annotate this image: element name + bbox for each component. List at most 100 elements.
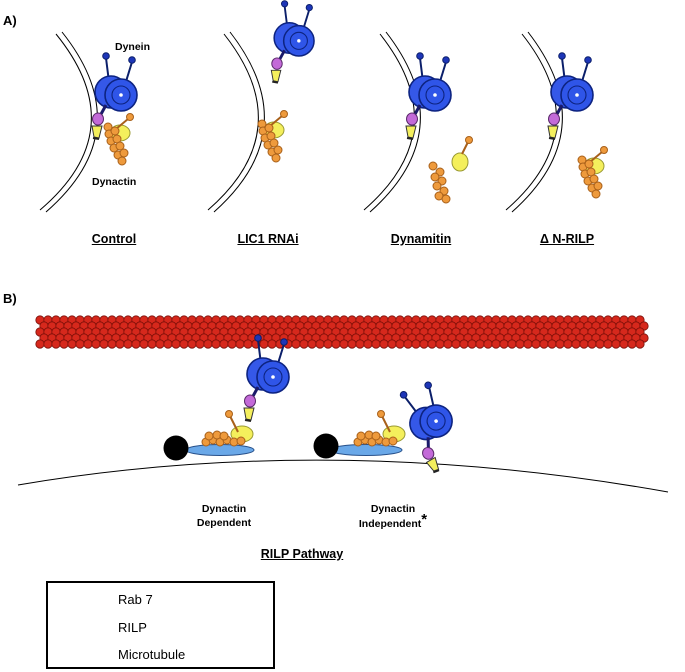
microtubule-bead [635, 339, 645, 349]
dynein-label: Dynein [115, 41, 151, 53]
rilp-independent [329, 444, 403, 456]
microtubule-bead [171, 339, 181, 349]
microtubule-bead [451, 339, 461, 349]
microtubule-bead [115, 339, 125, 349]
microtubule-bead [499, 339, 509, 349]
microtubule-bead [523, 339, 533, 349]
microtubule-bead [75, 339, 85, 349]
microtubule-bead [419, 339, 429, 349]
microtubule-bead [187, 339, 197, 349]
independent-line-1: Dynactin [370, 503, 416, 515]
microtubule-bead [299, 339, 309, 349]
microtubule-bead [147, 339, 157, 349]
microtubule-bead [443, 339, 453, 349]
dynactin-dependent-label: Dynactin Dependent [197, 502, 251, 530]
microtubule-bead [563, 339, 573, 349]
microtubule-bead [51, 339, 61, 349]
microtubule-bead [507, 339, 517, 349]
microtubule-bead [339, 339, 349, 349]
microtubule-bead [203, 339, 213, 349]
dynactin-independent [353, 409, 406, 447]
microtubule-bead [555, 339, 565, 349]
legend-box: Rab 7 RILP Microtubule [46, 581, 275, 669]
microtubule-bead [571, 339, 581, 349]
dependent-line-1: Dynactin [201, 503, 247, 515]
microtubule-bead [467, 339, 477, 349]
microtubule-bead [323, 339, 333, 349]
microtubule-bead [67, 339, 77, 349]
dynein-delta-n-rilp [546, 51, 595, 141]
microtubule-bead [227, 339, 237, 349]
microtubule-bead [403, 339, 413, 349]
microtubule-bead [131, 339, 141, 349]
microtubule-bead [291, 339, 301, 349]
microtubule-bead [459, 339, 469, 349]
microtubule-bead [331, 339, 341, 349]
dynein-lic1-detached [269, 0, 316, 85]
microtubule-bead [83, 339, 93, 349]
condition-delta-n-rilp: Δ N-RILP [539, 232, 595, 246]
panel-a-label: A) [3, 13, 17, 28]
microtubule-bead [243, 339, 253, 349]
microtubule-bead [179, 339, 189, 349]
microtubule-bead [379, 339, 389, 349]
microtubule-bead [515, 339, 525, 349]
microtubule-bead [611, 339, 621, 349]
microtubule-bead [163, 339, 173, 349]
legend-rilp: RILP [118, 620, 147, 635]
microtubule-bead [579, 339, 589, 349]
microtubule-bead [435, 339, 445, 349]
membrane-lic1 [207, 31, 265, 213]
membrane-line [17, 459, 669, 493]
microtubule-bead [619, 339, 629, 349]
dynein-dynamitin [404, 51, 453, 141]
microtubule-bead [155, 339, 165, 349]
microtubule-bead [195, 339, 205, 349]
microtubule-bead [539, 339, 549, 349]
microtubule-bead [387, 339, 397, 349]
dependent-line-2: Dependent [196, 517, 252, 529]
condition-control: Control [91, 232, 137, 246]
asterisk: * [421, 511, 428, 528]
microtubule-bead [211, 339, 221, 349]
condition-lic1-rnai: LIC1 RNAi [237, 232, 299, 246]
microtubule-bead [315, 339, 325, 349]
microtubule-bead [395, 339, 405, 349]
rilp-pathway-title: RILP Pathway [260, 547, 344, 561]
microtubule-bead [99, 339, 109, 349]
dynactin-control [103, 112, 135, 166]
dynactin-lic1 [257, 109, 289, 163]
dynactin-independent-label: Dynactin Independent* [359, 502, 427, 531]
microtubule-bead [219, 339, 229, 349]
panel-b-label: B) [3, 291, 17, 306]
microtubule-bead [59, 339, 69, 349]
legend-rab7: Rab 7 [118, 592, 153, 607]
membrane-control [39, 31, 98, 213]
microtubule-bead [627, 339, 637, 349]
microtubule [35, 315, 649, 349]
microtubule-bead [363, 339, 373, 349]
microtubule-bead [35, 339, 45, 349]
dynein-independent [388, 374, 474, 476]
independent-line-2: Independent [358, 518, 422, 530]
microtubule-bead [411, 339, 421, 349]
microtubule-bead [371, 339, 381, 349]
microtubule-bead [427, 339, 437, 349]
legend-microtubule: Microtubule [118, 647, 186, 662]
dynactin-dynamitin-fragment [428, 136, 473, 204]
microtubule-bead [595, 339, 605, 349]
microtubule-bead [491, 339, 501, 349]
microtubule-bead [123, 339, 133, 349]
microtubule-bead [139, 339, 149, 349]
microtubule-bead [107, 339, 117, 349]
microtubule-bead [347, 339, 357, 349]
microtubule-bead [475, 339, 485, 349]
microtubule-bead [259, 339, 269, 349]
microtubule-bead [91, 339, 101, 349]
microtubule-bead [355, 339, 365, 349]
microtubule-bead [307, 339, 317, 349]
dynactin-label: Dynactin [92, 176, 137, 188]
microtubule-bead [483, 339, 493, 349]
rab7-dependent [163, 435, 189, 461]
